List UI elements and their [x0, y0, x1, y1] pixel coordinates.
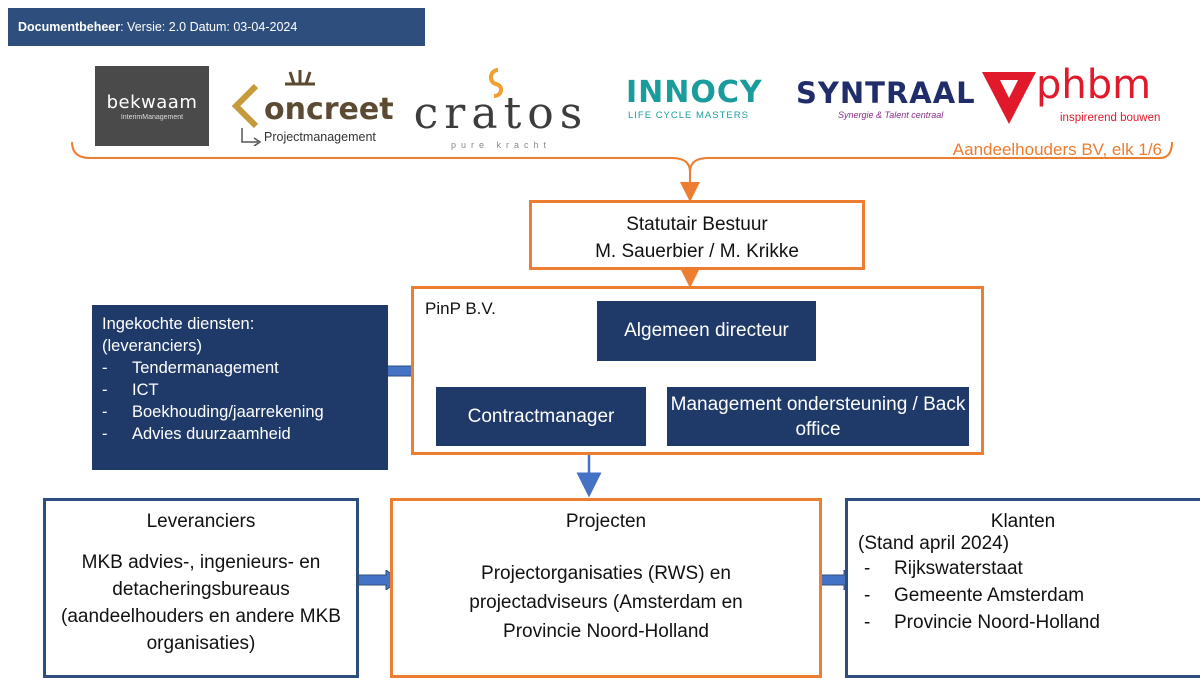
support-box: Management ondersteuning / Back office: [667, 387, 969, 446]
services-subtitle: (leveranciers): [102, 337, 202, 355]
board-members: M. Sauerbier / M. Krikke: [595, 241, 799, 262]
bekwaam-logo-text: bekwaam: [106, 91, 198, 113]
services-item: ICT: [102, 379, 388, 401]
bekwaam-logo-subtext: InterimManagement: [120, 113, 184, 121]
services-item: Boekhouding/jaarrekening: [102, 401, 388, 423]
support-label: Management ondersteuning / Back office: [670, 393, 966, 440]
company-name: PinP B.V.: [425, 299, 496, 318]
logo-cratos: cratos pure kracht: [410, 64, 592, 154]
services-title: Ingekochte diensten:: [102, 315, 255, 333]
clients-item: Provincie Noord-Holland: [858, 609, 1188, 636]
projects-text: Projectorganisaties (RWS) en projectadvi…: [469, 563, 743, 642]
logo-phbm: phbm inspirerend bouwen: [978, 62, 1174, 132]
koncreet-logo-subtext: Projectmanagement: [264, 130, 376, 144]
contract-manager-label: Contractmanager: [467, 405, 615, 427]
clients-item: Gemeente Amsterdam: [858, 582, 1188, 609]
clients-item: Rijkswaterstaat: [858, 555, 1188, 582]
phbm-logo-text: phbm: [1036, 62, 1152, 108]
cratos-logo-text: cratos: [413, 88, 589, 139]
contract-manager-box: Contractmanager: [436, 387, 646, 446]
services-item: Tendermanagement: [102, 357, 388, 379]
logo-koncreet: oncreet Projectmanagement: [230, 66, 402, 146]
phbm-logo-subtext: inspirerend bouwen: [1060, 112, 1161, 124]
phbm-mark-icon: [982, 72, 1036, 124]
suppliers-text: MKB advies-, ingenieurs- en detacherings…: [61, 552, 341, 654]
innocy-logo-text: INNOCY: [626, 75, 763, 110]
projects-title: Projecten: [565, 511, 647, 532]
suppliers-box: Leveranciers MKB advies-, ingenieurs- en…: [43, 498, 359, 678]
cratos-mark-icon: [489, 68, 503, 98]
document-label: Documentbeheer: [18, 20, 121, 34]
suppliers-title: Leveranciers: [146, 511, 256, 532]
koncreet-logo-text: oncreet: [264, 92, 394, 127]
projects-box: Projecten Projectorganisaties (RWS) en p…: [390, 498, 822, 678]
logo-bekwaam: bekwaam InterimManagement: [95, 66, 209, 146]
services-list: Tendermanagement ICT Boekhouding/jaarrek…: [102, 357, 388, 445]
director-label: Algemeen directeur: [624, 320, 789, 341]
services-item: Advies duurzaamheid: [102, 423, 388, 445]
shareholders-label: Aandeelhouders BV, elk 1/6: [952, 140, 1162, 159]
board-box: Statutair Bestuur M. Sauerbier / M. Krik…: [529, 200, 865, 270]
cratos-logo-subtext: pure kracht: [450, 140, 552, 150]
clients-box: Klanten (Stand april 2024) Rijkswatersta…: [845, 498, 1200, 678]
document-info-bar: Documentbeheer: Versie: 2.0 Datum: 03-04…: [8, 8, 425, 46]
document-version-date: : Versie: 2.0 Datum: 03-04-2024: [120, 20, 298, 34]
innocy-logo-subtext: LIFE CYCLE MASTERS: [628, 110, 749, 121]
logo-syntraal: SYNTRAAL Synergie & Talent centraal: [796, 76, 976, 126]
clients-subtitle: (Stand april 2024): [858, 533, 1010, 554]
clients-list: Rijkswaterstaat Gemeente Amsterdam Provi…: [858, 555, 1188, 636]
board-title: Statutair Bestuur: [626, 214, 768, 235]
syntraal-logo-subtext: Synergie & Talent centraal: [838, 110, 944, 120]
clients-title: Klanten: [990, 511, 1056, 532]
logo-innocy: INNOCY LIFE CYCLE MASTERS: [626, 76, 776, 126]
director-box: Algemeen directeur: [597, 301, 816, 361]
syntraal-logo-text: SYNTRAAL: [796, 76, 976, 110]
services-box: Ingekochte diensten: (leveranciers) Tend…: [92, 305, 388, 470]
